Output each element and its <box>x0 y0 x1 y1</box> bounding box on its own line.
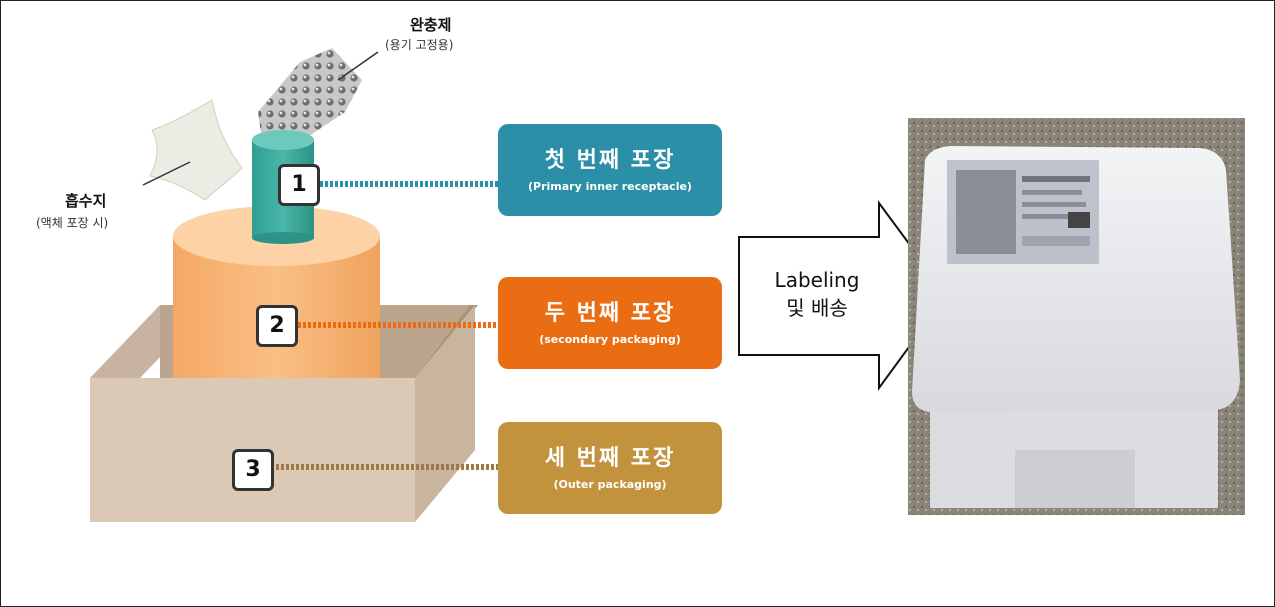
absorbent-title: 흡수지 <box>65 192 107 210</box>
absorbent-subtitle: (액체 포장 시) <box>36 216 109 230</box>
arrow-label-line1: Labeling <box>774 268 860 292</box>
primary-packaging-title: 첫 번째 포장 <box>544 148 676 173</box>
arrow-label-line2: 및 배송 <box>786 296 848 320</box>
cushion-leader-line <box>337 51 379 81</box>
cushion-title: 완충제 <box>410 16 452 34</box>
outer-packaging-box: 세 번째 포장 (Outer packaging) <box>498 422 722 514</box>
outer-packaging-title: 세 번째 포장 <box>544 446 676 471</box>
outer-box-side <box>415 305 475 522</box>
cushion-subtitle: (용기 고정용) <box>385 38 454 52</box>
secondary-packaging-subtitle: (secondary packaging) <box>539 333 681 346</box>
bubble-wrap-icon <box>258 48 362 142</box>
layer-1-badge: 1 <box>278 164 320 206</box>
primary-packaging-box: 첫 번째 포장 (Primary inner receptacle) <box>498 124 722 216</box>
primary-cylinder-bottom <box>252 232 314 244</box>
layer-2-badge: 2 <box>256 305 298 347</box>
styrofoam-box-photo <box>908 118 1245 515</box>
absorbent-paper-icon <box>149 99 243 201</box>
absorbent-leader-line <box>142 161 191 186</box>
secondary-packaging-box: 두 번째 포장 (secondary packaging) <box>498 277 722 369</box>
primary-cylinder-top <box>252 130 314 150</box>
outer-packaging-subtitle: (Outer packaging) <box>553 478 667 491</box>
arrow-label: Labeling 및 배송 <box>752 266 882 322</box>
layer-3-badge: 3 <box>232 449 274 491</box>
secondary-packaging-title: 두 번째 포장 <box>544 301 676 326</box>
primary-packaging-subtitle: (Primary inner receptacle) <box>528 180 692 193</box>
